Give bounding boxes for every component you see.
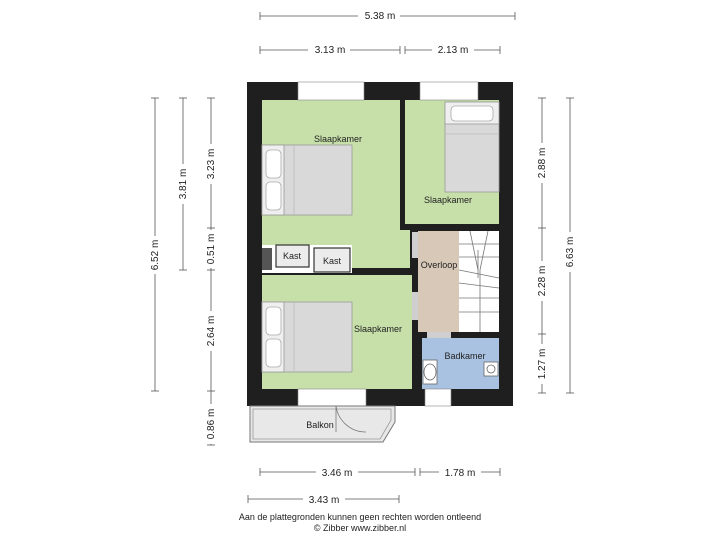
dim-left-a-label: 3.81 m xyxy=(178,169,189,200)
dim-top-left: 3.13 m xyxy=(259,43,401,57)
kast-2-box xyxy=(313,247,351,273)
dim-left-total: 6.52 m xyxy=(148,97,162,392)
label-slaapkamer-bottom: Slaapkamer xyxy=(354,324,402,334)
bed-bottom xyxy=(261,301,353,373)
room-overloop xyxy=(418,231,459,332)
dim-right-total-label: 6.63 m xyxy=(565,237,576,268)
label-kast-1: Kast xyxy=(283,251,302,261)
toilet xyxy=(422,359,438,385)
bed-top xyxy=(261,144,353,216)
kast-dark xyxy=(262,248,272,270)
dim-left-b1: 3.23 m xyxy=(204,97,218,229)
label-slaapkamer-right: Slaapkamer xyxy=(424,195,472,205)
window-top-left xyxy=(297,81,365,101)
dim-bottom-right-label: 1.78 m xyxy=(445,468,476,479)
dim-right-a: 2.88 m xyxy=(535,97,549,229)
dim-top-right: 2.13 m xyxy=(404,43,501,57)
window-top-right xyxy=(419,81,479,101)
door-overloop-left xyxy=(412,232,418,258)
dim-top-total-label: 5.38 m xyxy=(365,11,396,22)
footer-copyright: © Zibber www.zibber.nl xyxy=(313,523,407,533)
dim-bottom-balcony-label: 3.43 m xyxy=(309,495,340,506)
dim-left-b2-label: 0.51 m xyxy=(206,234,217,265)
sink xyxy=(483,361,499,377)
dim-bottom-balcony: 3.43 m xyxy=(247,492,400,506)
footer-disclaimer: Aan de plattegronden kunnen geen rechten… xyxy=(238,512,482,522)
dim-bottom-left-label: 3.46 m xyxy=(322,468,353,479)
dim-right-a-label: 2.88 m xyxy=(537,148,548,179)
stairs xyxy=(458,230,500,332)
dim-right-c: 1.27 m xyxy=(535,334,549,394)
dim-bottom-left: 3.46 m xyxy=(259,465,416,479)
room-slaapkamer-top-ext xyxy=(350,230,410,268)
label-overloop: Overloop xyxy=(421,260,458,270)
balcony-floor xyxy=(249,405,396,443)
bed-right xyxy=(444,101,500,193)
dim-top-total: 5.38 m xyxy=(259,8,516,22)
window-bottom-right xyxy=(424,388,452,407)
dim-left-balcony: 0.86 m xyxy=(204,391,218,446)
window-bottom-left xyxy=(297,388,367,407)
label-kast-2: Kast xyxy=(323,256,342,266)
dim-left-b1-label: 3.23 m xyxy=(206,149,217,180)
balcony-door-swing xyxy=(335,405,367,433)
kast-1-box xyxy=(275,244,310,268)
dim-top-right-label: 2.13 m xyxy=(438,45,469,56)
door-badkamer xyxy=(427,332,451,338)
label-balkon: Balkon xyxy=(306,420,334,430)
dim-right-b-label: 2.28 m xyxy=(537,266,548,297)
room-stairs xyxy=(459,231,499,332)
label-slaapkamer-top: Slaapkamer xyxy=(314,134,362,144)
label-badkamer: Badkamer xyxy=(444,351,485,361)
dim-left-b2: 0.51 m xyxy=(204,228,218,271)
dim-left-b3-label: 2.64 m xyxy=(206,316,217,347)
dim-right-c-label: 1.27 m xyxy=(537,349,548,380)
balcony-rail xyxy=(252,408,392,440)
dim-left-b3: 2.64 m xyxy=(204,270,218,392)
dim-left-a: 3.81 m xyxy=(176,97,190,271)
dim-right-b: 2.28 m xyxy=(535,228,549,335)
door-overloop-bottom-left xyxy=(412,292,418,320)
dim-left-balcony-label: 0.86 m xyxy=(206,409,217,440)
dim-bottom-right: 1.78 m xyxy=(419,465,501,479)
dim-right-total: 6.63 m xyxy=(563,97,577,394)
dim-top-left-label: 3.13 m xyxy=(315,45,346,56)
dim-left-total-label: 6.52 m xyxy=(150,240,161,271)
